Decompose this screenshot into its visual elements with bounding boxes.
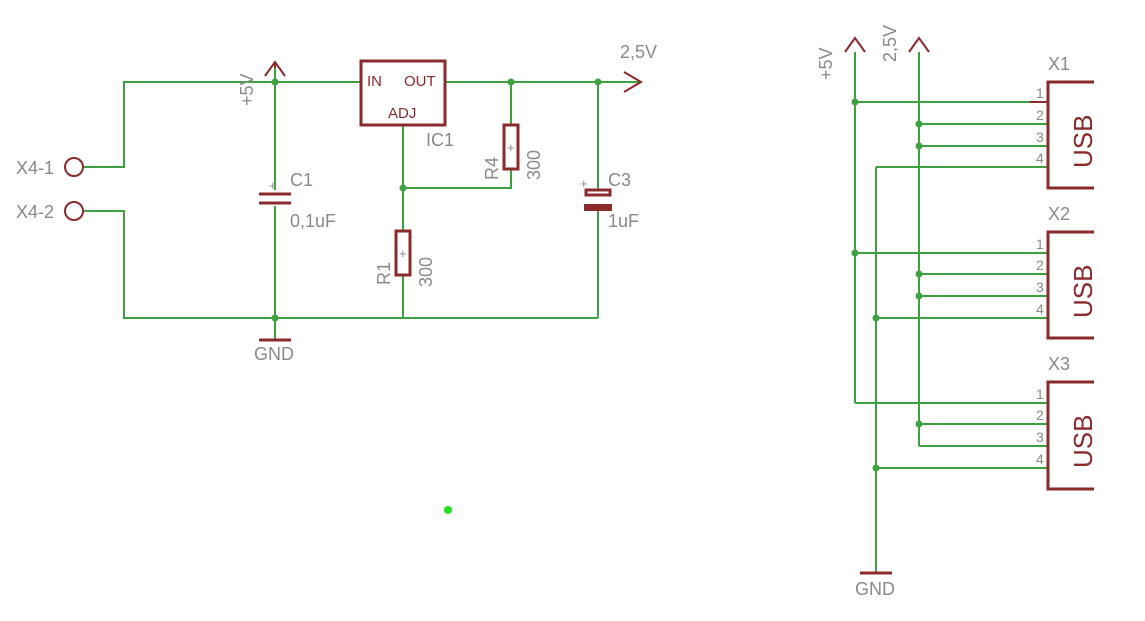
usb-connector-x1: X1 1 2 3 4 USB [1030,54,1098,190]
regulator-pin-out: OUT [404,73,436,90]
usb-x1-pin4: 4 [1036,150,1044,166]
capacitor-c1: + C1 0,1uF [259,170,336,231]
junction-25v-x3-2 [915,420,923,428]
junction-adj [399,184,407,192]
label-gnd-left: GND [254,344,294,364]
usb-x2-pin1: 1 [1036,236,1044,252]
usb-x2-label: USB [1068,265,1098,318]
r1-plus: + [399,246,407,261]
junction-25v-x2-3 [915,292,923,300]
r4-name: R4 [482,157,502,180]
supply-25v-right: 2,5V [880,25,930,62]
right-wires [854,52,1047,572]
resistor-r1: + R1 300 [374,229,436,287]
c3-plate-bottom [584,204,612,211]
usb-x3-label: USB [1068,415,1098,468]
c3-plate-top [584,188,612,197]
usb-x1-body [1046,80,1094,190]
usb-x1-name: X1 [1048,54,1070,74]
junction-r4-top [507,78,515,86]
arrow-up-icon [844,36,866,53]
supply-25v-out: 2,5V [620,42,657,93]
junction-5v-x1 [851,98,859,106]
label-gnd-right: GND [855,579,895,599]
usb-x3-pin3: 3 [1036,429,1044,445]
junction-5v-x2 [851,249,859,257]
label-25v-right: 2,5V [880,25,900,62]
c1-value: 0,1uF [290,211,336,231]
label-x4-1: X4-1 [16,158,54,178]
wire-x4-1-to-top [84,81,360,168]
label-x4-2: X4-2 [16,202,54,222]
regulator-name: IC1 [426,130,454,150]
r1-body [394,229,412,277]
marker-dot [444,506,452,514]
supply-5v-left: +5V [237,60,286,106]
r4-value: 300 [524,150,544,180]
wire-r4-bottom [403,170,512,189]
ground-left: GND [254,338,294,364]
usb-x1-pin3: 3 [1036,129,1044,145]
usb-x2-body [1046,230,1094,340]
junction-gnd-left [271,314,279,322]
r1-name: R1 [374,262,394,285]
usb-x2-pin4: 4 [1036,301,1044,317]
label-5v-left: +5V [237,73,257,106]
arrow-up-icon [908,36,930,53]
regulator-pin-adj: ADJ [388,105,416,122]
regulator-body [359,59,447,127]
usb-x1-pin2: 2 [1036,107,1044,123]
usb-x2-pin3: 3 [1036,279,1044,295]
regulator-pin-in: IN [367,73,382,90]
usb-x3-body [1046,380,1094,491]
usb-connector-x2: X2 1 2 3 4 USB [1036,204,1098,340]
resistor-r4: + R4 300 [482,123,544,180]
junction-25v-x2-2 [915,270,923,278]
junction-25v-x1-3 [915,142,923,150]
usb-x2-pin2: 2 [1036,257,1044,273]
terminal-x4-2-icon [64,201,84,221]
junction-5v [271,78,279,86]
usb-x2-name: X2 [1048,204,1070,224]
terminal-x4-1-icon [64,157,84,177]
usb-x3-pin2: 2 [1036,407,1044,423]
c1-name: C1 [290,170,313,190]
ground-right: GND [855,571,895,599]
label-25v-out: 2,5V [620,42,657,62]
r1-value: 300 [416,257,436,287]
right-junctions [851,98,923,472]
r4-plus: + [507,140,515,155]
junction-25v-x1-2 [915,120,923,128]
c3-value: 1uF [608,211,639,231]
usb-connector-x3: X3 1 2 3 4 USB [1036,354,1098,491]
regulator-ic1: IN OUT ADJ IC1 [359,59,454,150]
c3-plus: + [580,176,588,191]
r4-body [502,123,520,171]
left-junctions [271,78,602,322]
label-5v-right: +5V [816,47,836,80]
usb-x3-name: X3 [1048,354,1070,374]
arrow-right-icon [623,71,643,93]
c3-name: C3 [608,170,631,190]
supply-5v-right: +5V [816,36,866,80]
connector-x4: X4-1 X4-2 [16,157,84,222]
capacitor-c3: + C3 1uF [580,170,639,231]
junction-c3-top [594,78,602,86]
c1-plus: + [269,178,277,193]
usb-x1-pin1: 1 [1036,85,1044,101]
usb-x3-pin1: 1 [1036,386,1044,402]
wire-x4-2-to-gnd [84,210,598,319]
left-wires [84,66,641,340]
junction-gnd-x3 [872,464,880,472]
junction-gnd-x2 [872,314,880,322]
usb-x1-label: USB [1068,115,1098,168]
usb-x3-pin4: 4 [1036,451,1044,467]
